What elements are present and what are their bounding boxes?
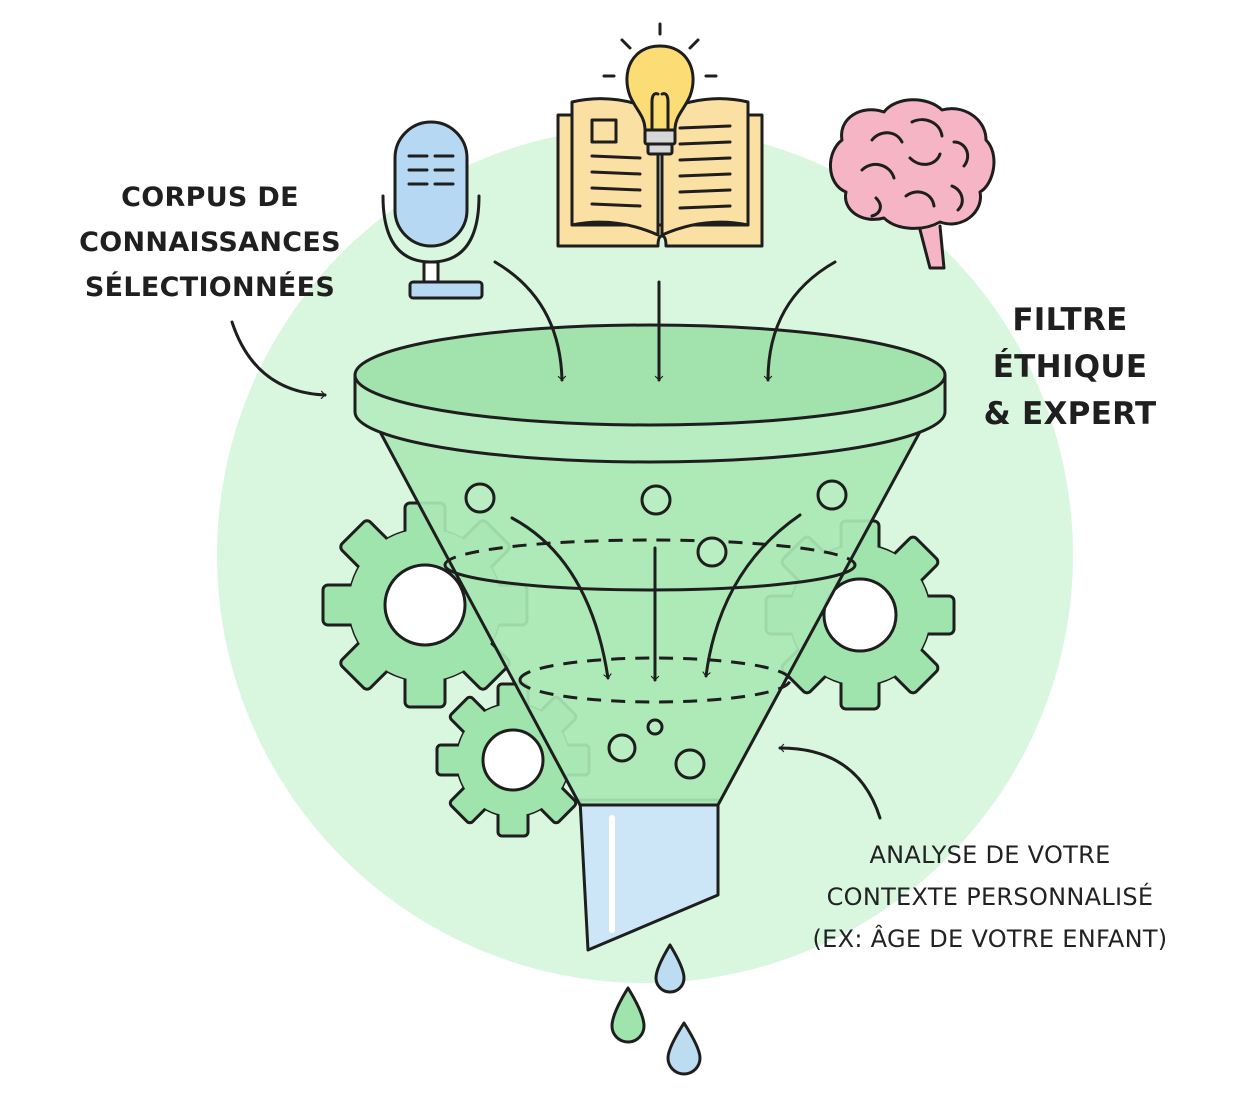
input-arrows	[230, 260, 882, 820]
filtre-label: FILTRE ÉTHIQUE & EXPERT	[970, 305, 1170, 446]
droplet-icon	[610, 943, 702, 1076]
filtre-label-line: FILTRE	[1012, 302, 1128, 338]
corpus-label-line: CORPUS DE	[121, 182, 299, 213]
particles	[464, 479, 848, 780]
analyse-label: ANALYSE DE VOTRE CONTEXTE PERSONNALISÉ (…	[760, 843, 1220, 969]
brain-icon	[829, 98, 996, 270]
analyse-label-line: CONTEXTE PERSONNALISÉ	[826, 883, 1154, 911]
book-with-lightbulb-icon	[556, 22, 764, 248]
microphone-icon	[381, 120, 484, 300]
filtre-label-line: & EXPERT	[983, 396, 1157, 432]
funnel-rim-top	[353, 323, 947, 427]
corpus-label: CORPUS DE CONNAISSANCES SÉLECTIONNÉES	[60, 184, 360, 319]
analyse-label-line: (EX: ÂGE DE VOTRE ENFANT)	[812, 925, 1168, 953]
filtre-label-line: ÉTHIQUE	[992, 349, 1148, 385]
analyse-label-line: ANALYSE DE VOTRE	[869, 841, 1111, 869]
corpus-label-line: CONNAISSANCES	[79, 227, 341, 258]
corpus-label-line: SÉLECTIONNÉES	[84, 272, 336, 303]
